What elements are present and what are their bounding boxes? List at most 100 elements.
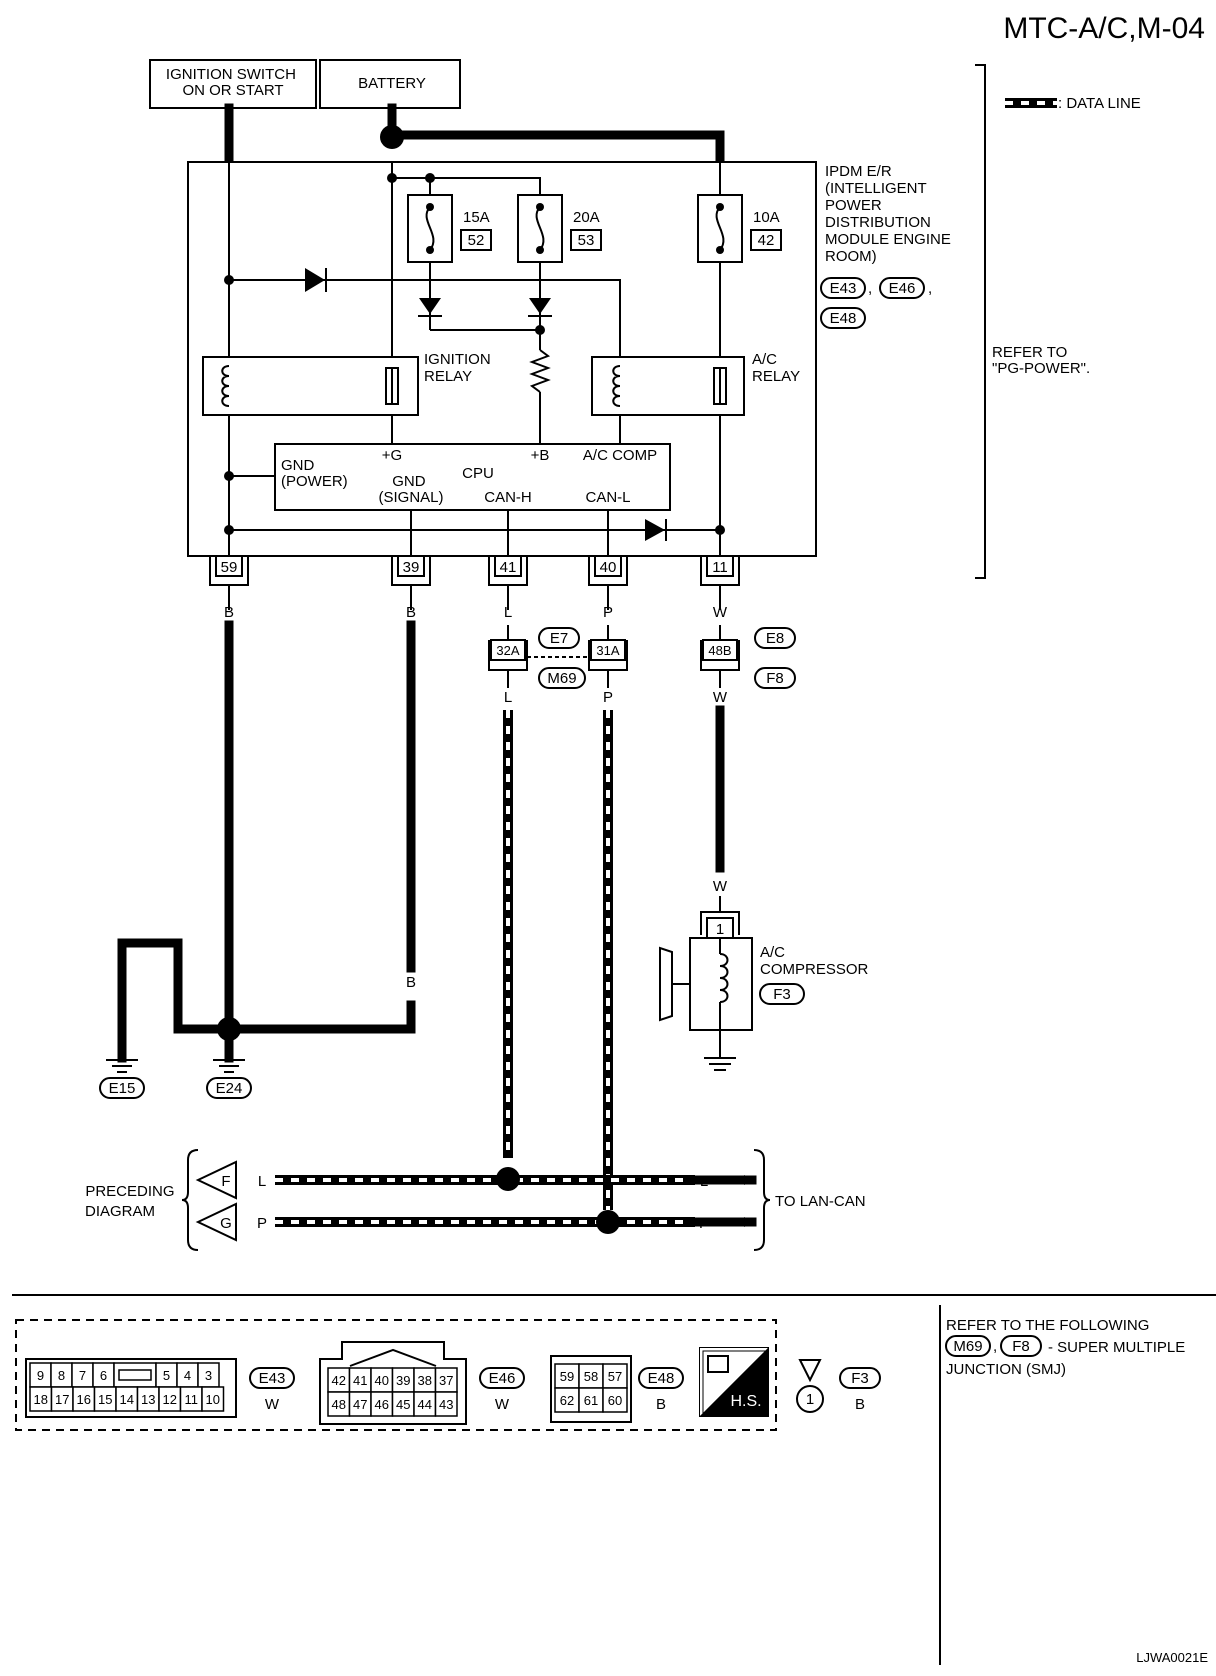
battery-wire	[387, 103, 725, 167]
refer-bracket	[975, 64, 986, 579]
pin-number: 6	[100, 1368, 107, 1383]
smj-note-line1: REFER TO THE FOLLOWING	[946, 1317, 1149, 1334]
pin-number: 9	[37, 1368, 44, 1383]
data-line-legend-label: : DATA LINE	[1058, 95, 1141, 112]
pin-number: 43	[439, 1397, 453, 1412]
cpu-gnd-power: GND (POWER)	[281, 457, 348, 490]
wire-color-w: W	[713, 689, 728, 706]
pin-number: 3	[205, 1368, 212, 1383]
cpu-can-h: CAN-H	[484, 489, 532, 506]
pin-number: 7	[79, 1368, 86, 1383]
pin-cell	[602, 1363, 628, 1389]
table-e48-id: E48	[648, 1370, 675, 1387]
fuse-10a-amp: 10A	[753, 209, 780, 226]
cpu-ac-comp: A/C COMP	[583, 447, 657, 464]
fuse-10a-num: 42	[758, 232, 775, 249]
joint-48b: 48B	[700, 639, 740, 671]
wire-color-b: B	[224, 604, 234, 621]
wire-color-b: B	[117, 974, 127, 991]
cpu-plus-b: +B	[531, 447, 550, 464]
connector-m69: M69	[547, 670, 576, 687]
pin-number: 14	[120, 1392, 134, 1407]
terminal-40: 40	[588, 555, 628, 586]
cpu-label: CPU	[462, 465, 494, 482]
pin-number: 42	[332, 1373, 346, 1388]
terminal-11: 11	[700, 555, 740, 586]
wire-color-w: W	[713, 604, 728, 621]
terminal-41: 41	[488, 555, 528, 586]
ipdm-internal-wiring	[224, 162, 725, 556]
joint-31a: 31A	[588, 639, 628, 671]
ac-compressor: 1	[659, 911, 753, 1071]
pin-blank	[118, 1369, 152, 1381]
pin-cell	[434, 1391, 458, 1417]
ipdm-connectors: E43 , E46 , E48	[820, 277, 932, 329]
wire-color-p: P	[257, 1215, 267, 1232]
ignition-relay-label: IGNITION RELAY	[424, 351, 495, 385]
wire-color-p: P	[603, 689, 613, 706]
resistor-icon	[529, 349, 551, 393]
terminal-39: 39	[391, 555, 431, 586]
diode-icon	[528, 298, 552, 317]
pin-number: 5	[163, 1368, 170, 1383]
pin-number: 39	[396, 1373, 410, 1388]
pin-number: 8	[58, 1368, 65, 1383]
left-brace	[181, 1149, 199, 1251]
pin-number: 10	[206, 1392, 220, 1407]
connector-table-frame	[15, 1319, 777, 1431]
wire-color-l: L	[700, 1173, 708, 1190]
pin-number: 16	[77, 1392, 91, 1407]
ac-relay-label: A/C RELAY	[752, 351, 800, 385]
table-e48-color: B	[656, 1396, 666, 1413]
pin-number: 60	[608, 1393, 622, 1408]
connector-e7: E7	[550, 630, 568, 647]
harness-side-label: H.S.	[730, 1393, 761, 1410]
wire-color-l: L	[504, 689, 512, 706]
cpu-gnd-signal: GND (SIGNAL)	[378, 473, 443, 506]
svg-text:11: 11	[712, 559, 728, 576]
svg-text:G: G	[220, 1215, 232, 1232]
pin-number: 58	[584, 1369, 598, 1384]
wire-color-p: P	[603, 604, 613, 621]
table-e43-id: E43	[259, 1370, 286, 1387]
can-bus-p	[275, 1210, 757, 1234]
fuse-20a: 20A 53	[517, 194, 602, 263]
compressor-terminal: 1	[716, 921, 724, 938]
table-f3-id: F3	[851, 1370, 869, 1387]
connector-f8: F8	[766, 670, 784, 687]
pin-number: 37	[439, 1373, 453, 1388]
pin-number: 46	[375, 1397, 389, 1412]
svg-text:41: 41	[500, 559, 517, 576]
fuse-20a-num: 53	[578, 232, 595, 249]
fuse-15a-num: 52	[468, 232, 485, 249]
svg-text:59: 59	[221, 559, 238, 576]
pin-number: 44	[418, 1397, 432, 1412]
connector-e48: E48	[830, 310, 857, 327]
wire-color-p: P	[699, 1215, 709, 1232]
pin-number: 57	[608, 1369, 622, 1384]
pin-cell	[578, 1363, 604, 1389]
table-f3-color: B	[855, 1396, 865, 1413]
wire-color-b: B	[173, 974, 183, 991]
compressor-label: A/C COMPRESSOR	[760, 944, 869, 978]
smj-note-line3: JUNCTION (SMJ)	[946, 1361, 1066, 1378]
cpu-plus-g: +G	[382, 447, 402, 464]
svg-text:39: 39	[403, 559, 420, 576]
pin-number: 59	[560, 1369, 574, 1384]
ipdm-label: IPDM E/R (INTELLIGENT POWER DISTRIBUTION…	[825, 163, 955, 265]
table-f3-pin: 1	[806, 1391, 814, 1408]
ground-e24: E24	[216, 1080, 243, 1097]
battery-junction	[380, 125, 404, 149]
pin-number: 48	[332, 1397, 346, 1412]
battery-box	[319, 59, 461, 109]
pin-number: 11	[185, 1392, 199, 1407]
ground-e15: E15	[109, 1080, 136, 1097]
wire-color-w: W	[713, 878, 728, 895]
table-e43-color: W	[265, 1396, 280, 1413]
connector-e46: E46	[889, 280, 916, 297]
data-line-legend: : DATA LINE	[1005, 95, 1141, 112]
pin-number: 62	[560, 1393, 574, 1408]
